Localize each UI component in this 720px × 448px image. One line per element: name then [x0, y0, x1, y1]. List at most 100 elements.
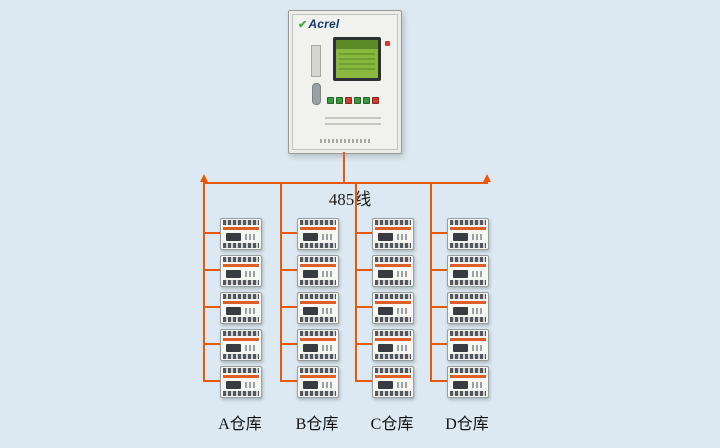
meter-accent-stripe	[300, 227, 336, 230]
meter-keys	[472, 382, 484, 388]
meter-bottom-terminals	[223, 317, 259, 322]
power-meter	[297, 218, 339, 250]
meter-stub-wire	[430, 269, 447, 271]
meter-bottom-terminals	[223, 391, 259, 396]
acrel-brand-text: Acrel	[308, 17, 340, 31]
meter-bottom-terminals	[300, 243, 336, 248]
meter-accent-stripe	[223, 375, 259, 378]
meter-top-terminals	[450, 294, 486, 299]
cabinet-push-button	[363, 97, 370, 104]
meter-lcd	[378, 307, 393, 315]
power-meter	[372, 292, 414, 324]
meter-stub-wire	[355, 306, 372, 308]
lcd-display	[336, 40, 378, 78]
meter-top-terminals	[450, 220, 486, 225]
power-meter	[447, 366, 489, 398]
acrel-logo: ✔Acrel	[298, 17, 339, 31]
meter-accent-stripe	[375, 338, 411, 341]
meter-top-terminals	[223, 220, 259, 225]
meter-stub-wire	[430, 306, 447, 308]
meter-lcd	[378, 381, 393, 389]
meter-bottom-terminals	[300, 280, 336, 285]
meter-top-terminals	[223, 368, 259, 373]
meter-stub-wire	[203, 380, 220, 382]
cabinet-push-button	[372, 97, 379, 104]
meter-stub-wire	[280, 232, 297, 234]
column-drop-line	[203, 182, 205, 382]
meter-stub-wire	[280, 269, 297, 271]
warehouse-label: D仓库	[445, 416, 489, 433]
meter-accent-stripe	[375, 301, 411, 304]
meter-bottom-terminals	[223, 280, 259, 285]
meter-top-terminals	[300, 368, 336, 373]
cabinet-push-button	[345, 97, 352, 104]
meter-bottom-terminals	[375, 280, 411, 285]
meter-stub-wire	[203, 269, 220, 271]
meter-keys	[245, 308, 257, 314]
meter-top-terminals	[300, 294, 336, 299]
meter-lcd	[453, 233, 468, 241]
meter-keys	[245, 234, 257, 240]
meter-bottom-terminals	[223, 243, 259, 248]
meter-keys	[472, 308, 484, 314]
warehouse-label: C仓库	[370, 416, 414, 433]
meter-lcd	[453, 270, 468, 278]
power-meter	[220, 329, 262, 361]
acrel-control-cabinet: ✔Acrel	[288, 10, 402, 154]
meter-keys	[322, 234, 334, 240]
power-meter	[220, 255, 262, 287]
meter-top-terminals	[375, 294, 411, 299]
meter-bottom-terminals	[450, 317, 486, 322]
meter-keys	[322, 308, 334, 314]
cabinet-footer-text	[320, 139, 370, 143]
column-drop-line	[355, 182, 357, 382]
meter-lcd	[303, 233, 318, 241]
meter-stub-wire	[280, 343, 297, 345]
meter-top-terminals	[300, 331, 336, 336]
meter-accent-stripe	[300, 338, 336, 341]
meter-lcd	[303, 307, 318, 315]
meter-stub-wire	[355, 269, 372, 271]
meter-stub-wire	[203, 306, 220, 308]
cabinet-bus-stem	[343, 152, 345, 182]
column-drop-line	[280, 182, 282, 382]
meter-keys	[322, 345, 334, 351]
power-meter	[297, 366, 339, 398]
meter-lcd	[226, 381, 241, 389]
meter-lcd	[378, 344, 393, 352]
meter-stub-wire	[430, 380, 447, 382]
meter-bottom-terminals	[450, 280, 486, 285]
cabinet-push-button	[354, 97, 361, 104]
power-meter	[297, 329, 339, 361]
meter-bottom-terminals	[300, 317, 336, 322]
power-meter	[372, 218, 414, 250]
vent-line	[325, 117, 381, 119]
cabinet-push-button	[327, 97, 334, 104]
meter-bottom-terminals	[450, 391, 486, 396]
meter-keys	[397, 308, 409, 314]
meter-stub-wire	[280, 306, 297, 308]
meter-top-terminals	[450, 257, 486, 262]
meter-lcd	[226, 344, 241, 352]
meter-stub-wire	[430, 343, 447, 345]
power-meter	[297, 255, 339, 287]
power-meter	[297, 292, 339, 324]
meter-bottom-terminals	[450, 354, 486, 359]
meter-keys	[245, 271, 257, 277]
vent-line	[325, 123, 381, 125]
meter-bottom-terminals	[300, 391, 336, 396]
meter-stub-wire	[355, 232, 372, 234]
meter-top-terminals	[223, 257, 259, 262]
meter-accent-stripe	[450, 375, 486, 378]
power-meter	[372, 366, 414, 398]
meter-top-terminals	[375, 368, 411, 373]
meter-top-terminals	[450, 368, 486, 373]
meter-top-terminals	[375, 331, 411, 336]
meter-keys	[397, 234, 409, 240]
power-meter	[220, 292, 262, 324]
power-meter	[447, 292, 489, 324]
meter-top-terminals	[223, 294, 259, 299]
meter-keys	[245, 382, 257, 388]
meter-accent-stripe	[375, 264, 411, 267]
